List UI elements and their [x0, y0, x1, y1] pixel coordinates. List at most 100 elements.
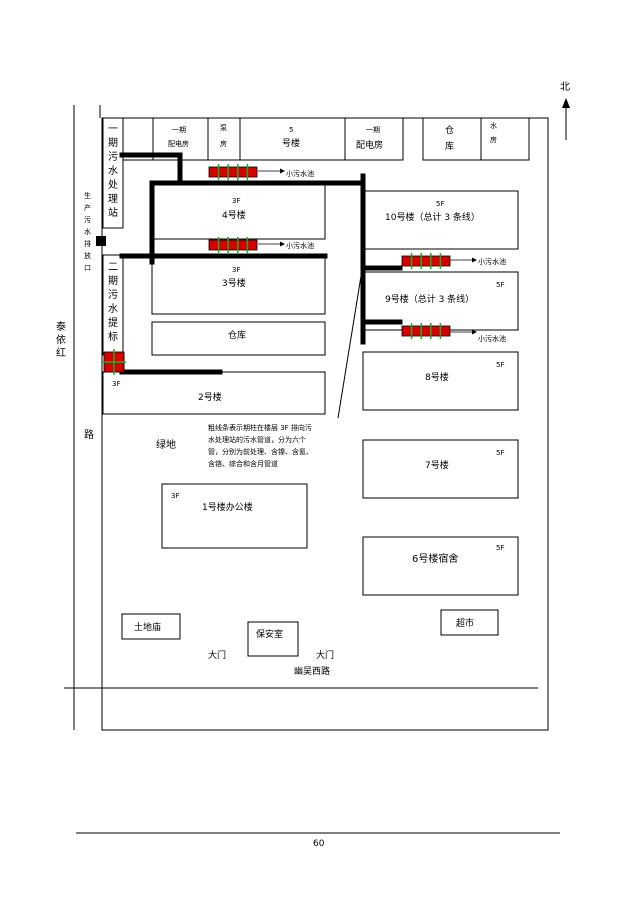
road-west-end: 路	[84, 428, 94, 441]
small-pool	[208, 239, 258, 251]
building-9-name: 9号楼（总计 3 条线）	[385, 293, 474, 305]
small-pool	[401, 325, 451, 337]
annotation-line: 水处理站的污水管道，分为六个	[208, 435, 306, 444]
building-9-floors: 5F	[496, 281, 504, 289]
guard-room	[247, 621, 299, 657]
outfall-marker	[96, 236, 106, 246]
building-6	[362, 536, 519, 596]
warehouse-top-label-2: 库	[445, 140, 454, 152]
north-arrow-head	[562, 98, 570, 108]
water-room	[480, 117, 530, 161]
lift-station-2-char: 二	[108, 262, 118, 273]
road-south-label: 幽吴西路	[294, 665, 330, 677]
substation-label: 土地庙	[134, 621, 161, 633]
supermarket-label: 超市	[456, 617, 474, 629]
outfall-char: 水	[84, 227, 91, 236]
guard-room-label: 保安室	[256, 628, 283, 640]
building-8-floors: 5F	[496, 361, 504, 369]
building-7-floors: 5F	[496, 449, 504, 457]
green-space-label: 绿地	[156, 438, 176, 451]
lift-station-2-char: 标	[108, 331, 118, 343]
wwtp-1-box	[102, 117, 124, 229]
building-10-name: 10号楼（总计 3 条线）	[385, 211, 480, 223]
wwtp-1-char: 期	[108, 137, 118, 149]
outfall-char: 产	[84, 203, 91, 212]
building-6-floors: 5F	[496, 544, 504, 552]
building-4-name: 4号楼	[222, 209, 246, 221]
outfall-char: 口	[84, 264, 91, 272]
wwtp-1-char: 处	[108, 179, 118, 191]
building-1	[161, 483, 308, 549]
road-west-name-char: 依	[56, 333, 66, 346]
road-west-label: 泰 红 路 依	[56, 320, 94, 441]
page-number: 60	[313, 839, 325, 849]
small-pool	[208, 166, 258, 178]
outfall-char: 污	[84, 216, 91, 224]
lift-station-2-char: 水	[108, 303, 118, 315]
lift-station-2-char: 期	[108, 275, 118, 287]
wwtp-1-char: 理	[108, 193, 118, 205]
annotation-line: 粗线条表示期柱在楼层 3F 排向污	[208, 423, 312, 432]
building-3-name: 3号楼	[222, 277, 246, 289]
north-label: 北	[560, 81, 570, 93]
annotation-line: 含铬、综合和含月管道	[208, 459, 278, 468]
small-pool-label: 小污水池	[286, 169, 314, 178]
gate-right-label: 大门	[316, 649, 334, 661]
building-7-name: 7号楼	[425, 459, 449, 471]
supermarket	[440, 609, 499, 636]
building-1-name: 1号楼办公楼	[202, 501, 253, 513]
building-2-name: 2号楼	[198, 391, 222, 403]
building-6-name: 6号楼宿舍	[412, 552, 458, 565]
small-pool	[401, 255, 451, 267]
phase1-power-room	[344, 117, 404, 161]
small-pool-label: 小污水池	[478, 334, 506, 343]
building-10-floors: 5F	[436, 200, 444, 208]
wwtp-1-char: 一	[108, 124, 118, 135]
outfall-char: 放	[84, 251, 91, 260]
power-room-label-1: 一期	[172, 126, 186, 134]
outfall-char: 排	[84, 239, 91, 248]
small-pool-arrowhead	[280, 168, 285, 174]
building-1-floors: 3F	[171, 492, 179, 500]
annotation-leader	[337, 269, 363, 419]
outfall-char: 生	[84, 191, 91, 200]
sewage-pipes	[119, 152, 403, 375]
warehouse-name: 仓库	[228, 329, 246, 341]
building-3-floors: 3F	[232, 266, 240, 274]
small-pool-arrowhead	[472, 257, 477, 263]
water-room-label-1: 水	[490, 121, 497, 130]
pump-room-label-2: 房	[220, 139, 227, 148]
wwtp-1-char: 站	[108, 206, 118, 219]
pipe-top-run	[119, 152, 183, 186]
building-4-floors: 3F	[232, 197, 240, 205]
building-5-label-2: 号楼	[282, 137, 300, 149]
building-7	[362, 439, 519, 499]
road-west-name-2: 红	[56, 346, 66, 359]
small-pool-label: 小污水池	[478, 257, 506, 266]
warehouse	[151, 321, 326, 356]
gate-left-label: 大门	[208, 649, 226, 661]
small-pool-label: 小污水池	[286, 241, 314, 250]
pipe-annotation: 粗线条表示期柱在楼层 3F 排向污水处理站的污水管道，分为六个管，分别为前处理、…	[208, 423, 313, 468]
warehouse-top-label-1: 仓	[445, 124, 454, 136]
building-8-name: 8号楼	[425, 371, 449, 383]
building-8	[362, 351, 519, 411]
wwtp-1-char: 污	[108, 151, 118, 163]
phase1-power-label-1: 一期	[366, 126, 380, 134]
annotation-line: 管，分别为前处理、含镍、含氰、	[208, 447, 313, 456]
lift-station-2-char: 提	[108, 317, 118, 329]
building-2-floors: 3F	[112, 380, 120, 388]
road-west-name: 泰	[56, 320, 66, 333]
building-5-label-1: 5	[289, 126, 293, 134]
small-pool-arrowhead	[472, 329, 477, 335]
lift-station-2-char: 污	[108, 289, 118, 301]
wwtp-1-char: 水	[108, 165, 118, 177]
water-room-label-2: 房	[490, 135, 497, 144]
warehouse-top	[422, 117, 482, 161]
